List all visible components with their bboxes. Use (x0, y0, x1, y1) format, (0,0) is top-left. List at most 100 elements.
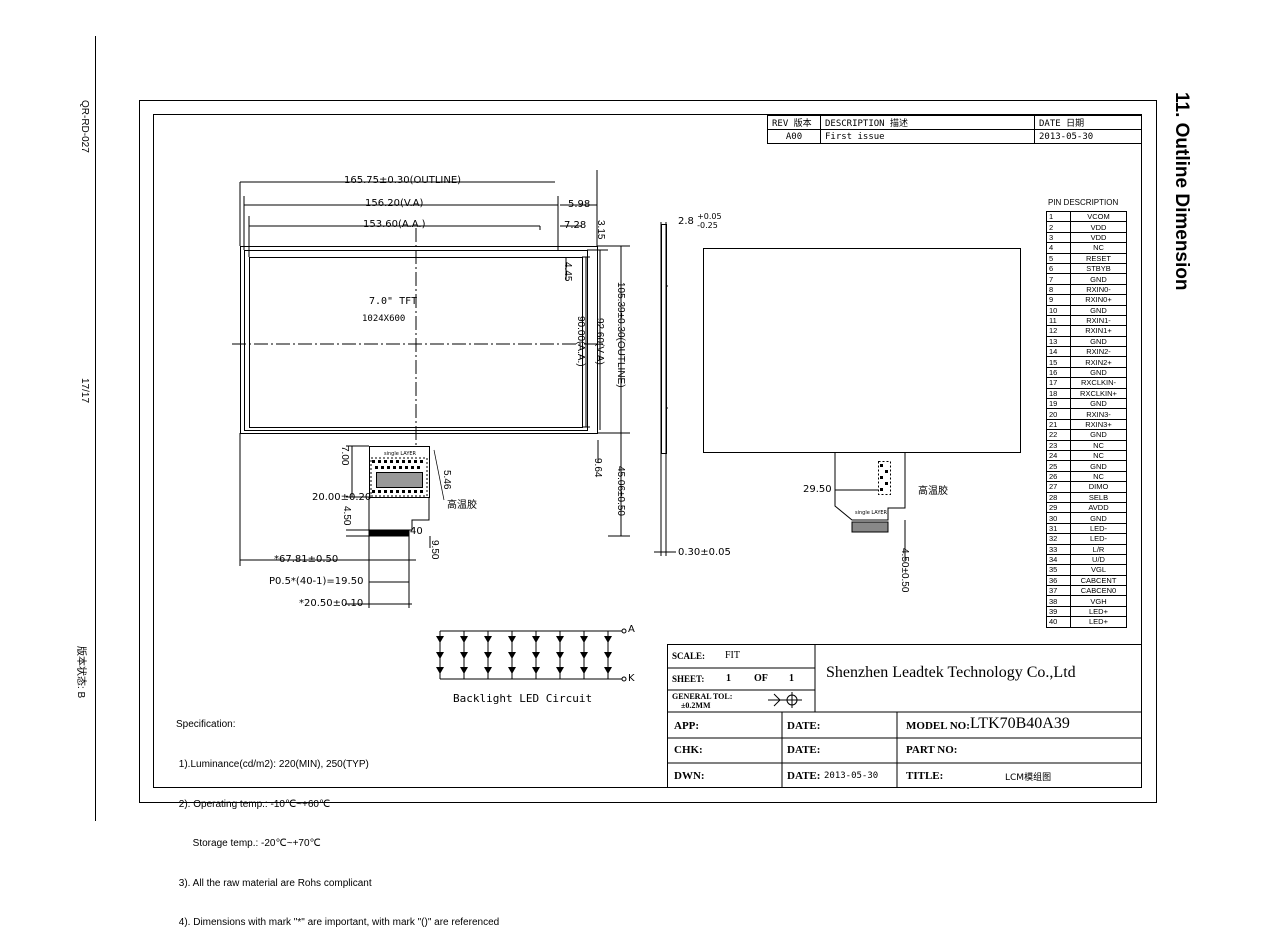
pin-signal: LED- (1070, 533, 1127, 545)
dim-outline-width: 165.75±0.30(OUTLINE) (344, 175, 462, 186)
dim-29-50: 29.50 (803, 484, 832, 495)
scale-label: SCALE: (672, 651, 706, 661)
pin-signal: DIMO (1070, 481, 1127, 493)
pin-signal: NC (1070, 439, 1127, 452)
pin-number: 29 (1046, 501, 1071, 514)
anode-label: A (628, 624, 635, 635)
dim-thickness-nominal: 2.8 (678, 216, 694, 227)
pin-signal: GND (1070, 335, 1127, 348)
spec-line: 1).Luminance(cd/m2): 220(MIN), 250(TYP) (176, 759, 369, 771)
pin-signal: SELB (1070, 491, 1127, 503)
pin-number: 36 (1046, 574, 1071, 587)
pin-signal: LED+ (1070, 605, 1127, 618)
pin-signal: RXIN3- (1070, 408, 1127, 420)
date-header: DATE 日期 (1034, 115, 1142, 130)
pin-number: 21 (1046, 418, 1071, 431)
pin-number: 23 (1046, 439, 1071, 452)
pin-signal: VGL (1070, 564, 1127, 576)
dim-20-00: 20.00±0.20 (312, 492, 372, 503)
pin-number: 34 (1046, 553, 1071, 566)
app-date-label: DATE: (787, 720, 821, 732)
pin-signal: CABCENT (1070, 574, 1127, 587)
pin-number: 28 (1046, 491, 1071, 503)
dim-4-50-back: 4.50±0.50 (899, 548, 910, 593)
pin-number: 35 (1046, 564, 1071, 576)
company-name: Shenzhen Leadtek Technology Co.,Ltd (826, 664, 1076, 681)
dim-67-81: *67.81±0.50 (274, 554, 339, 565)
dim-va-width: 156.20(V.A) (365, 198, 424, 209)
pin-number: 3 (1046, 231, 1071, 244)
title-label: TITLE: (906, 770, 944, 782)
chk-label: CHK: (674, 744, 703, 756)
pin-number: 25 (1046, 460, 1071, 472)
dwn-date-label: DATE: (787, 770, 821, 782)
panel-label-resolution: 1024X600 (362, 314, 406, 324)
sheet-value: 1 (726, 673, 731, 684)
pin-number: 22 (1046, 429, 1071, 441)
dim-thickness-minus: -0.25 (697, 221, 718, 230)
cathode-label: K (628, 673, 635, 684)
pin-signal: RXIN0+ (1070, 294, 1127, 306)
pin-signal: VDD (1070, 231, 1127, 244)
pin-signal: RXIN0- (1070, 283, 1127, 296)
dim-outline-height: 105.39±0.30(OUTLINE) (615, 282, 626, 388)
spec-line: Storage temp.: -20℃~+70℃ (176, 838, 321, 850)
fpc-layer-label-back: single LAYER (855, 510, 888, 516)
part-label: PART NO: (906, 744, 958, 756)
pin-number: 2 (1046, 221, 1071, 233)
pin-signal: RXCLKIN- (1070, 377, 1127, 389)
of-value: 1 (789, 673, 794, 684)
dim-20-50: *20.50±0.10 (299, 598, 364, 609)
description-header: DESCRIPTION 描述 (820, 115, 1035, 130)
pin-signal: GND (1070, 429, 1127, 441)
title-value: LCM模组图 (1005, 773, 1052, 783)
pin-signal: RESET (1070, 252, 1127, 264)
pin-number: 30 (1046, 512, 1071, 524)
pin-number: 18 (1046, 387, 1071, 400)
dim-9-50: 9.50 (429, 540, 440, 560)
pin-number: 12 (1046, 325, 1071, 337)
dwn-date-value: 2013-05-30 (824, 771, 879, 781)
pin-number: 8 (1046, 283, 1071, 296)
pin-signal: CABCEN0 (1070, 585, 1127, 597)
tolerance-label: GENERAL TOL: (672, 692, 733, 701)
pin-description-title: PIN DESCRIPTION (1048, 198, 1119, 207)
scale-value: FIT (725, 650, 740, 661)
pin-number: 11 (1046, 314, 1071, 327)
pin-number: 6 (1046, 262, 1071, 275)
pin-signal: NC (1070, 449, 1127, 462)
of-label: OF (754, 673, 768, 684)
pin-signal: L/R (1070, 543, 1127, 555)
pin-number: 26 (1046, 470, 1071, 483)
pin-number: 13 (1046, 335, 1071, 348)
dim-45-06: 45.06±0.50 (615, 466, 626, 516)
spec-line: Specification: (176, 719, 236, 731)
app-label: APP: (674, 720, 700, 732)
pin-number: 15 (1046, 356, 1071, 368)
binding-line (95, 36, 96, 821)
chk-date-label: DATE: (787, 744, 821, 756)
dim-0-30: 0.30±0.05 (678, 547, 731, 558)
rev-value: A00 (767, 129, 821, 144)
outer-frame (139, 100, 1157, 803)
glue-label-front: 高温胶 (447, 500, 477, 511)
dim-thickness: 2.8 +0.05 -0.25 (678, 212, 722, 230)
